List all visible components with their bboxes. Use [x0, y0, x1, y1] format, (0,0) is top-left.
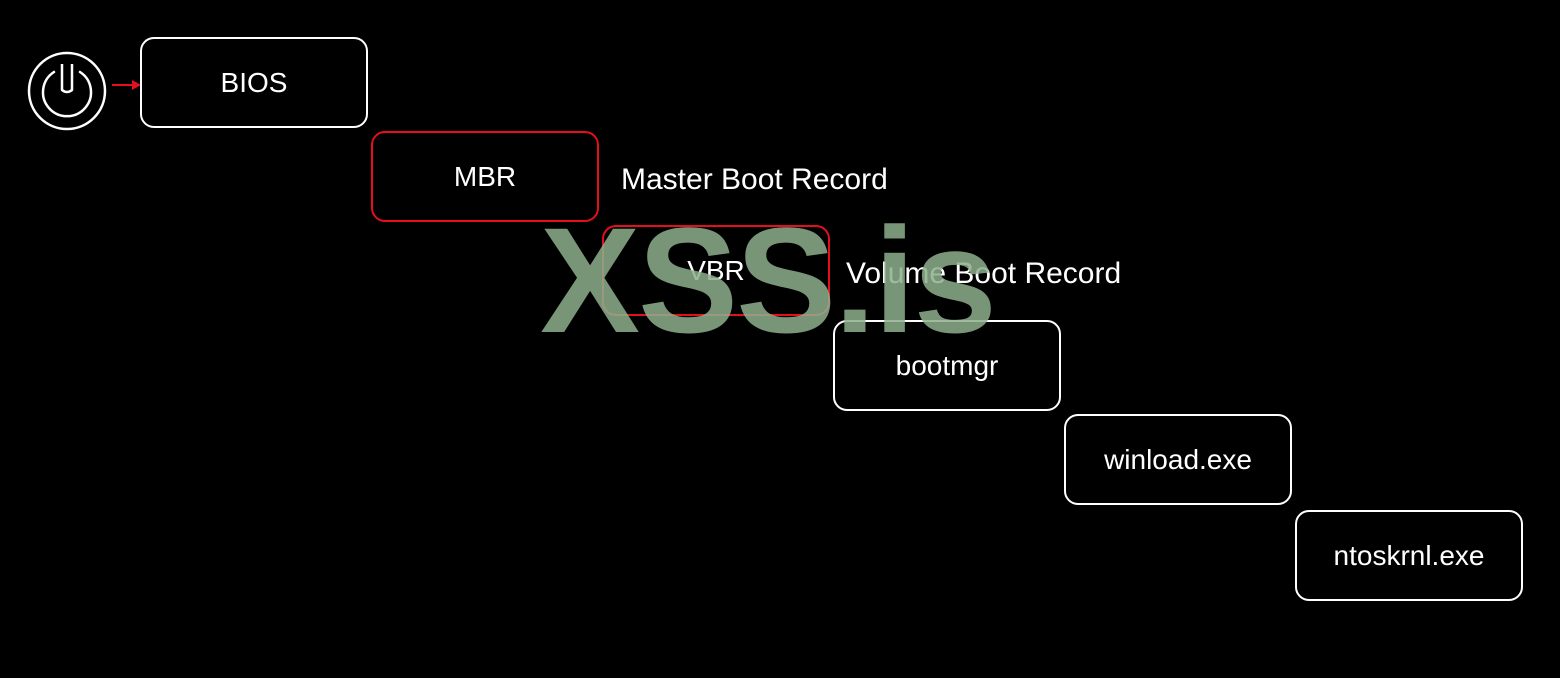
stage-description-vbr: Volume Boot Record	[846, 257, 1122, 290]
arrow-right-icon	[112, 80, 141, 90]
stage-box-vbr: VBR	[602, 225, 830, 316]
stage-box-mbr: MBR	[371, 131, 599, 222]
stage-box-bootmgr: bootmgr	[833, 320, 1061, 411]
stage-box-bios: BIOS	[140, 37, 368, 128]
stage-label: BIOS	[220, 66, 288, 98]
stage-label: VBR	[687, 254, 745, 286]
stage-box-ntoskrnl: ntoskrnl.exe	[1295, 510, 1523, 601]
stage-description-mbr: Master Boot Record	[621, 163, 888, 196]
stage-label: MBR	[453, 160, 517, 192]
stage-label: bootmgr	[895, 349, 999, 381]
stage-label: ntoskrnl.exe	[1333, 539, 1485, 571]
stage-box-winload: winload.exe	[1064, 414, 1292, 505]
power-icon	[27, 51, 107, 131]
stage-label: winload.exe	[1104, 443, 1252, 475]
